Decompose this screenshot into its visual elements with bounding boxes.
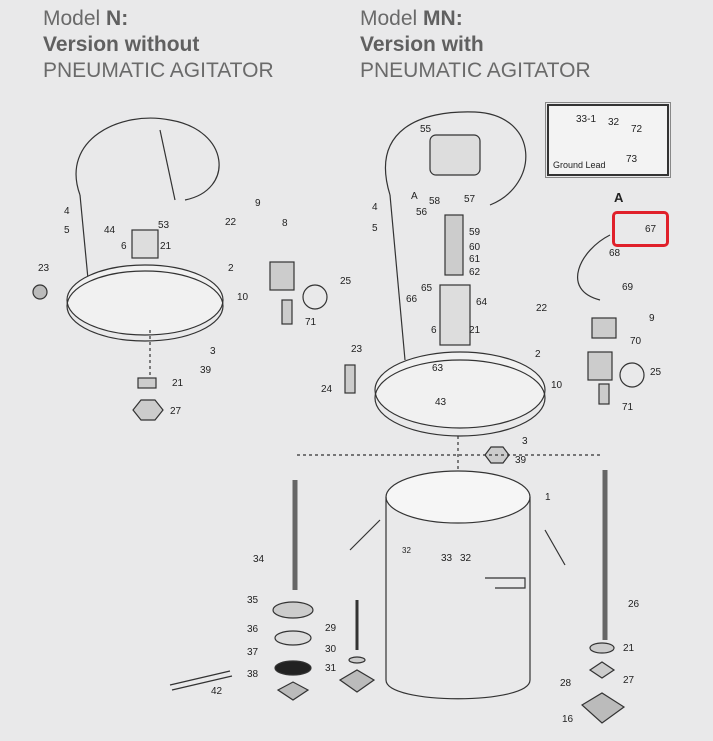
- part-label: 43: [435, 397, 447, 408]
- agitator-text: PNEUMATIC AGITATOR: [360, 59, 591, 82]
- part-label-highlighted: 67: [645, 224, 657, 235]
- part-label: 34: [253, 554, 265, 565]
- part-label: 30: [325, 644, 337, 655]
- part-label: 58: [429, 196, 441, 207]
- part-label: 68: [609, 248, 621, 259]
- ground-lead-inset: 33-1 32 72 73 Ground Lead: [545, 102, 671, 178]
- model-prefix: Model: [43, 7, 107, 30]
- left-lid-assembly: [32, 117, 328, 421]
- part-label: 21: [469, 325, 481, 336]
- part-label: 37: [247, 647, 259, 658]
- part-label: 32: [460, 553, 472, 564]
- part-label: 21: [160, 241, 172, 252]
- part-label: 23: [38, 263, 50, 274]
- part-label: 27: [623, 675, 635, 686]
- model-prefix: Model: [360, 7, 424, 30]
- part-label: 25: [650, 367, 662, 378]
- part-label: 36: [247, 624, 259, 635]
- part-label: 38: [247, 669, 259, 680]
- part-label: 31: [325, 663, 337, 674]
- part-label: 33-1: [576, 114, 597, 125]
- part-label: 21: [172, 378, 184, 389]
- part-label: 26: [628, 599, 640, 610]
- part-label: 2: [228, 263, 234, 274]
- part-label: 65: [421, 283, 433, 294]
- part-label: 64: [476, 297, 488, 308]
- part-label: 53: [158, 220, 170, 231]
- part-label: 28: [560, 678, 572, 689]
- agitator-text: PNEUMATIC AGITATOR: [43, 59, 274, 82]
- part-label: 9: [649, 313, 655, 324]
- part-label: 72: [631, 124, 643, 135]
- part-label: 33: [441, 553, 453, 564]
- part-label: 63: [432, 363, 444, 374]
- left-model-heading: Model N: Version without PNEUMATIC AGITA…: [43, 6, 274, 84]
- model-code: N:: [106, 7, 129, 30]
- part-label: 23: [351, 344, 363, 355]
- inset-title: Ground Lead: [553, 160, 606, 170]
- part-label: 6: [121, 241, 127, 252]
- part-label: 22: [536, 303, 548, 314]
- part-label: 25: [340, 276, 352, 287]
- part-label: 5: [64, 225, 70, 236]
- version-text: Version with: [360, 33, 484, 56]
- part-label: 24: [321, 384, 333, 395]
- part-label: 59: [469, 227, 481, 238]
- part-label: 8: [282, 218, 288, 229]
- part-label: 4: [372, 202, 378, 213]
- part-label: 71: [622, 402, 634, 413]
- part-label: 3: [210, 346, 216, 357]
- part-label: 71: [305, 317, 317, 328]
- part-label: 16: [562, 714, 574, 725]
- part-label: 4: [64, 206, 70, 217]
- part-label: 70: [630, 336, 642, 347]
- part-label: 66: [406, 294, 418, 305]
- part-label: 39: [515, 455, 527, 466]
- part-label: 56: [416, 207, 428, 218]
- tank: [349, 436, 566, 700]
- part-label: 6: [431, 325, 437, 336]
- part-label: 29: [325, 623, 337, 634]
- part-label: 2: [535, 349, 541, 360]
- part-label: 61: [469, 254, 481, 265]
- model-code: MN:: [423, 7, 463, 30]
- part-label: 69: [622, 282, 634, 293]
- part-label: 3: [522, 436, 528, 447]
- part-label: 73: [626, 154, 638, 165]
- part-label: 5: [372, 223, 378, 234]
- right-model-heading: Model MN: Version with PNEUMATIC AGITATO…: [360, 6, 591, 84]
- part-label: 42: [211, 686, 223, 697]
- part-label: 9: [255, 198, 261, 209]
- part-label: 55: [420, 124, 432, 135]
- part-label: 27: [170, 406, 182, 417]
- part-label: 39: [200, 365, 212, 376]
- bottom-parts: [169, 454, 626, 724]
- version-text: Version without: [43, 33, 200, 56]
- part-label: 60: [469, 242, 481, 253]
- part-label: 21: [623, 643, 635, 654]
- part-label: 32: [608, 117, 620, 128]
- highlight-box: [612, 211, 669, 247]
- part-label: 10: [551, 380, 563, 391]
- part-label: 1: [545, 492, 551, 503]
- part-label: 10: [237, 292, 249, 303]
- part-label: 44: [104, 225, 116, 236]
- part-label: 35: [247, 595, 259, 606]
- part-label: A: [411, 191, 418, 202]
- part-label: 62: [469, 267, 481, 278]
- detail-letter: A: [614, 190, 624, 205]
- part-label: 57: [464, 194, 476, 205]
- part-label: 32: [402, 546, 411, 555]
- part-label: 22: [225, 217, 237, 228]
